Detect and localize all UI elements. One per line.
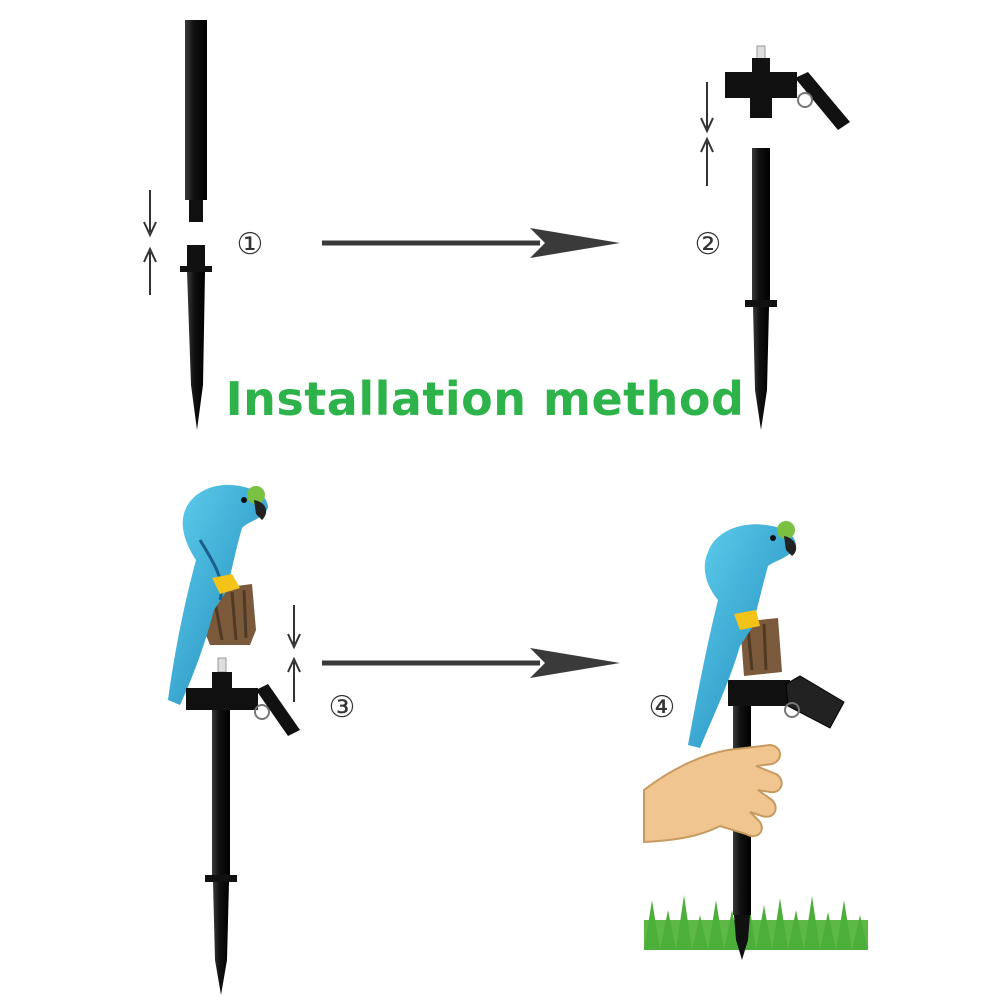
arrow-step1-to-step2: [322, 228, 620, 258]
step2-stake: [752, 148, 770, 303]
step2-illustration: [700, 45, 850, 430]
step2-solar-cap: [725, 72, 797, 98]
step3-push-arrows: [287, 605, 301, 702]
step4-hand: [643, 743, 783, 844]
step-label-1: ①: [236, 227, 264, 262]
step-label-2: ②: [694, 227, 722, 262]
step3-solar-cap: [186, 688, 258, 710]
step1-illustration: [143, 20, 212, 430]
step4-solar-cap: [728, 680, 790, 706]
step1-lower-stake: [187, 245, 205, 267]
step4-grass: [644, 895, 868, 950]
step3-parrot: [168, 484, 268, 705]
step4-illustration: [643, 521, 868, 960]
diagram-title: Installation method: [225, 372, 745, 426]
step1-upper-tube: [185, 20, 207, 200]
step1-push-arrows: [143, 190, 157, 295]
arrow-step3-to-step4: [322, 648, 620, 678]
step-label-4: ④: [648, 690, 676, 725]
step3-illustration: [168, 484, 301, 995]
step3-stake: [212, 710, 230, 878]
step2-push-arrows: [700, 82, 714, 186]
step-label-3: ③: [328, 690, 356, 725]
step4-parrot: [688, 521, 797, 748]
